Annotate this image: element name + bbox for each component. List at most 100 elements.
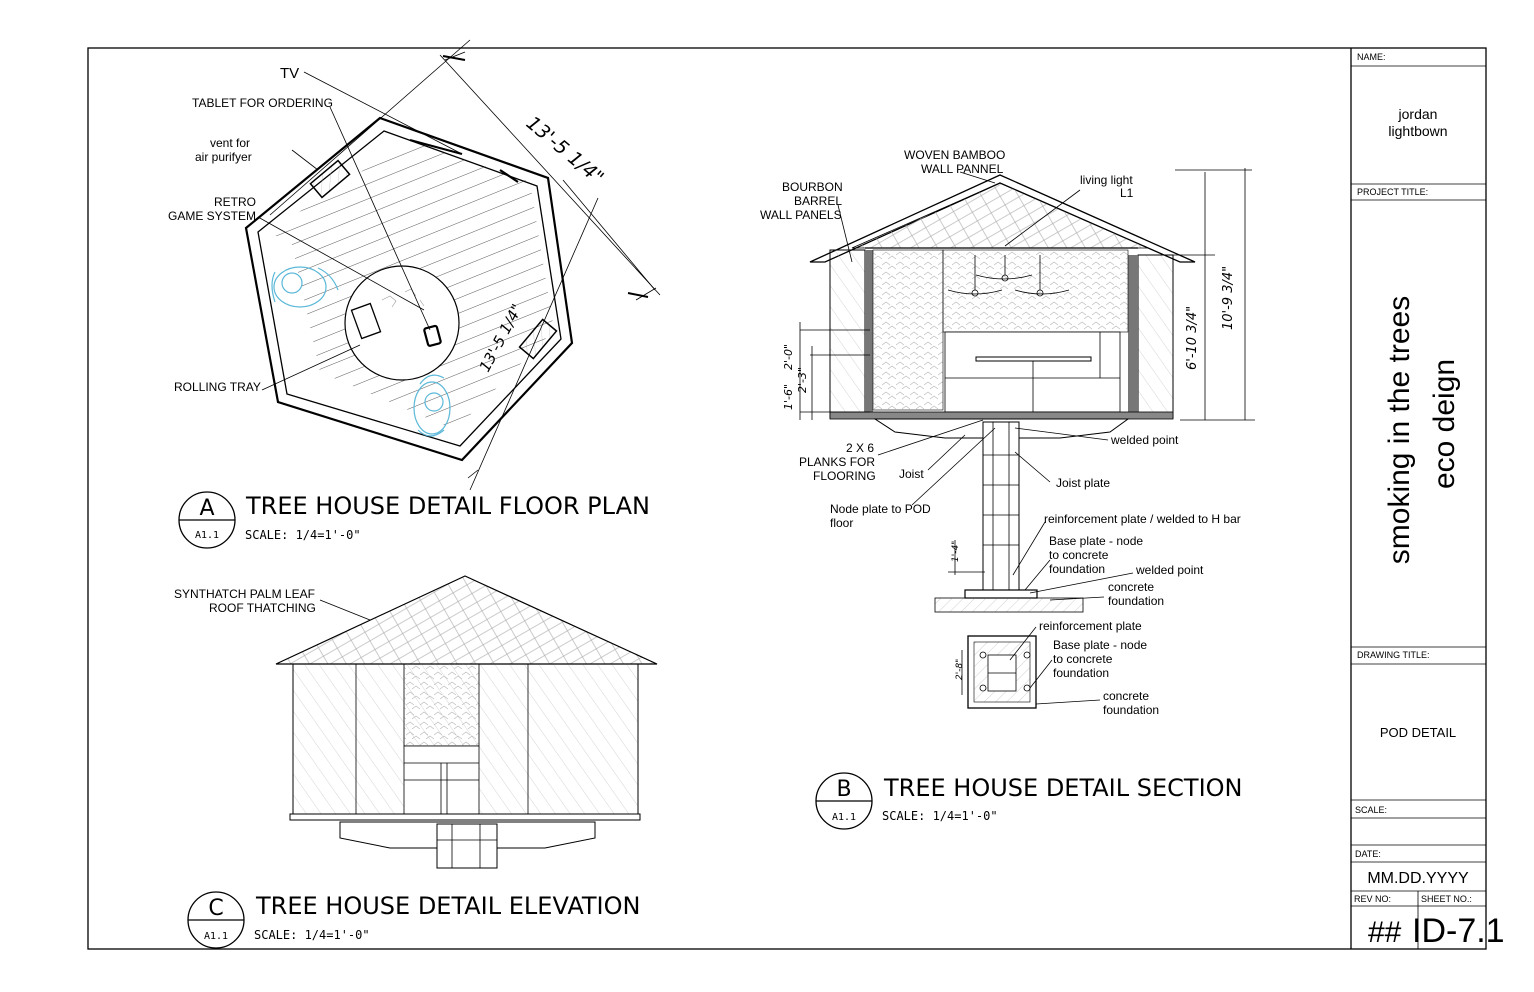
concrete-label-2a: concrete [1103, 689, 1149, 703]
person-figure-icon [271, 266, 339, 308]
view-c-title: TREE HOUSE DETAIL ELEVATION [255, 892, 640, 920]
elevation-view: SYNTHATCH PALM LEAF ROOF THATCHING C A1.… [174, 575, 658, 949]
view-b-title: TREE HOUSE DETAIL SECTION [883, 774, 1243, 802]
designer-name-line1: jordan [1398, 106, 1438, 122]
rev-no-label: REV NO: [1354, 894, 1391, 904]
concrete-label-1b: foundation [1108, 594, 1164, 608]
h-bar-column [982, 421, 1020, 593]
view-a-title: TREE HOUSE DETAIL FLOOR PLAN [245, 492, 650, 520]
section-dim-d: 1'-4" [951, 541, 961, 562]
name-label: NAME: [1357, 52, 1386, 62]
retro-label-1: RETRO [214, 195, 256, 209]
support-pole [436, 823, 498, 869]
sheet-no-label: SHEET NO.: [1421, 894, 1472, 904]
tablet-icon [423, 324, 442, 347]
base-plate-label-2: to concrete [1049, 548, 1109, 562]
concrete-label-2b: foundation [1103, 703, 1159, 717]
view-a-letter: A [199, 496, 214, 521]
vent-label-1: vent for [210, 136, 250, 150]
base-plate-b-label-2: to concrete [1053, 652, 1113, 666]
tablet-label: TABLET FOR ORDERING [192, 96, 333, 110]
living-light-label-2: L1 [1120, 186, 1134, 200]
tv-label: TV [280, 65, 299, 82]
woven-bamboo-label-2: WALL PANNEL [921, 162, 1004, 176]
title-block: NAME: jordan lightbown PROJECT TITLE: sm… [1350, 48, 1505, 950]
view-b-letter: B [836, 777, 851, 802]
scale-label: SCALE: [1355, 805, 1387, 815]
section-dim-e: 2'-8" [955, 659, 965, 680]
vent-icon [309, 159, 351, 199]
project-title-line2: eco deign [1428, 359, 1461, 489]
view-c-letter: C [208, 896, 223, 921]
drawing-title: POD DETAIL [1380, 725, 1456, 740]
section-dim-wall: 6'-10 3/4" [1185, 306, 1200, 370]
section-dim-total: 10'-9 3/4" [1221, 266, 1236, 330]
rolling-tray-label: ROLLING TRAY [174, 380, 261, 394]
sheet-no-value: ID-7.1 [1412, 912, 1505, 950]
thatched-roof [275, 575, 658, 665]
welded-point-label-1: welded point [1110, 433, 1179, 447]
view-a-ref: A1.1 [195, 530, 219, 541]
roof-label-1: SYNTHATCH PALM LEAF [174, 587, 315, 601]
view-b-ref: A1.1 [832, 812, 856, 823]
date-label: DATE: [1355, 849, 1381, 859]
section-left-wall [829, 249, 866, 419]
section-table [975, 356, 1092, 362]
vent-label-2: air purifyer [195, 150, 252, 164]
base-plate-label-1: Base plate - node [1049, 534, 1143, 548]
view-c-scale: SCALE: 1/4=1'-0" [254, 928, 370, 942]
floor-plan-view: 13'-5 1/4" 13'-5 1/4" TV TABLET FOR ORDE… [168, 39, 661, 549]
vent-icon [518, 318, 558, 360]
bamboo-wall-panel [872, 249, 944, 411]
living-light-label-1: living light [1080, 173, 1133, 187]
node-plate-label-1: Node plate to POD [830, 502, 931, 516]
project-title-line1: smoking in the trees [1383, 296, 1416, 564]
section-right-wall [1137, 254, 1174, 419]
person-figure-icon [413, 374, 451, 437]
welded-point-label-2: welded point [1135, 563, 1204, 577]
section-floor [829, 411, 1174, 420]
planks-label-3: FLOORING [813, 469, 876, 483]
project-title-label: PROJECT TITLE: [1357, 187, 1428, 197]
bourbon-label-3: WALL PANELS [760, 208, 842, 222]
round-table [344, 265, 460, 381]
view-b-scale: SCALE: 1/4=1'-0" [882, 809, 998, 823]
bourbon-label-1: BOURBON [782, 180, 843, 194]
woven-bamboo-label-1: WOVEN BAMBOO [904, 148, 1005, 162]
view-a-scale: SCALE: 1/4=1'-0" [245, 528, 361, 542]
view-c-ref: A1.1 [204, 931, 228, 942]
bourbon-label-2: BARREL [794, 194, 842, 208]
reinforcement-plate-label: reinforcement plate [1039, 619, 1142, 633]
booth-seating [944, 331, 1121, 413]
rolling-tray [350, 302, 382, 340]
bamboo-panel [403, 663, 480, 747]
floor-plan-inner-wall [257, 130, 562, 447]
living-light-icon [947, 255, 1070, 297]
designer-name-line2: lightbown [1388, 123, 1447, 139]
joist-label: Joist [899, 467, 924, 481]
node-plate-label-2: floor [830, 516, 853, 530]
section-roof [809, 174, 1196, 263]
section-dim-b: 2'-3" [796, 367, 809, 393]
concrete-label-1a: concrete [1108, 580, 1154, 594]
floor-plan-outer-wall [244, 116, 574, 462]
section-dim-c: 1'-6" [782, 384, 795, 410]
date-value: MM.DD.YYYY [1367, 870, 1469, 887]
sheet-border [87, 47, 1487, 950]
base-plate-label-3: foundation [1049, 562, 1105, 576]
rev-no-value: ## [1368, 916, 1402, 949]
base-plate [964, 589, 1038, 599]
base-plate-plan [967, 635, 1037, 709]
planks-label-2: PLANKS FOR [799, 455, 875, 469]
concrete-foundation [934, 597, 1084, 613]
retro-label-2: GAME SYSTEM [168, 209, 256, 223]
planks-label-1: 2 X 6 [846, 441, 874, 455]
section-dim-a: 2'-0" [782, 344, 795, 370]
reinforcement-welded-label: reinforcement plate / welded to H bar [1044, 512, 1241, 526]
base-plate-b-label-1: Base plate - node [1053, 638, 1147, 652]
plan-dimension-top: 13'-5 1/4" [522, 112, 608, 189]
section-view: 10'-9 3/4" 6'-10 3/4" 2'-0" 2'-3" 1'-6" … [760, 148, 1255, 830]
roof-label-2: ROOF THATCHING [209, 601, 316, 615]
drawing-title-label: DRAWING TITLE: [1357, 650, 1430, 660]
